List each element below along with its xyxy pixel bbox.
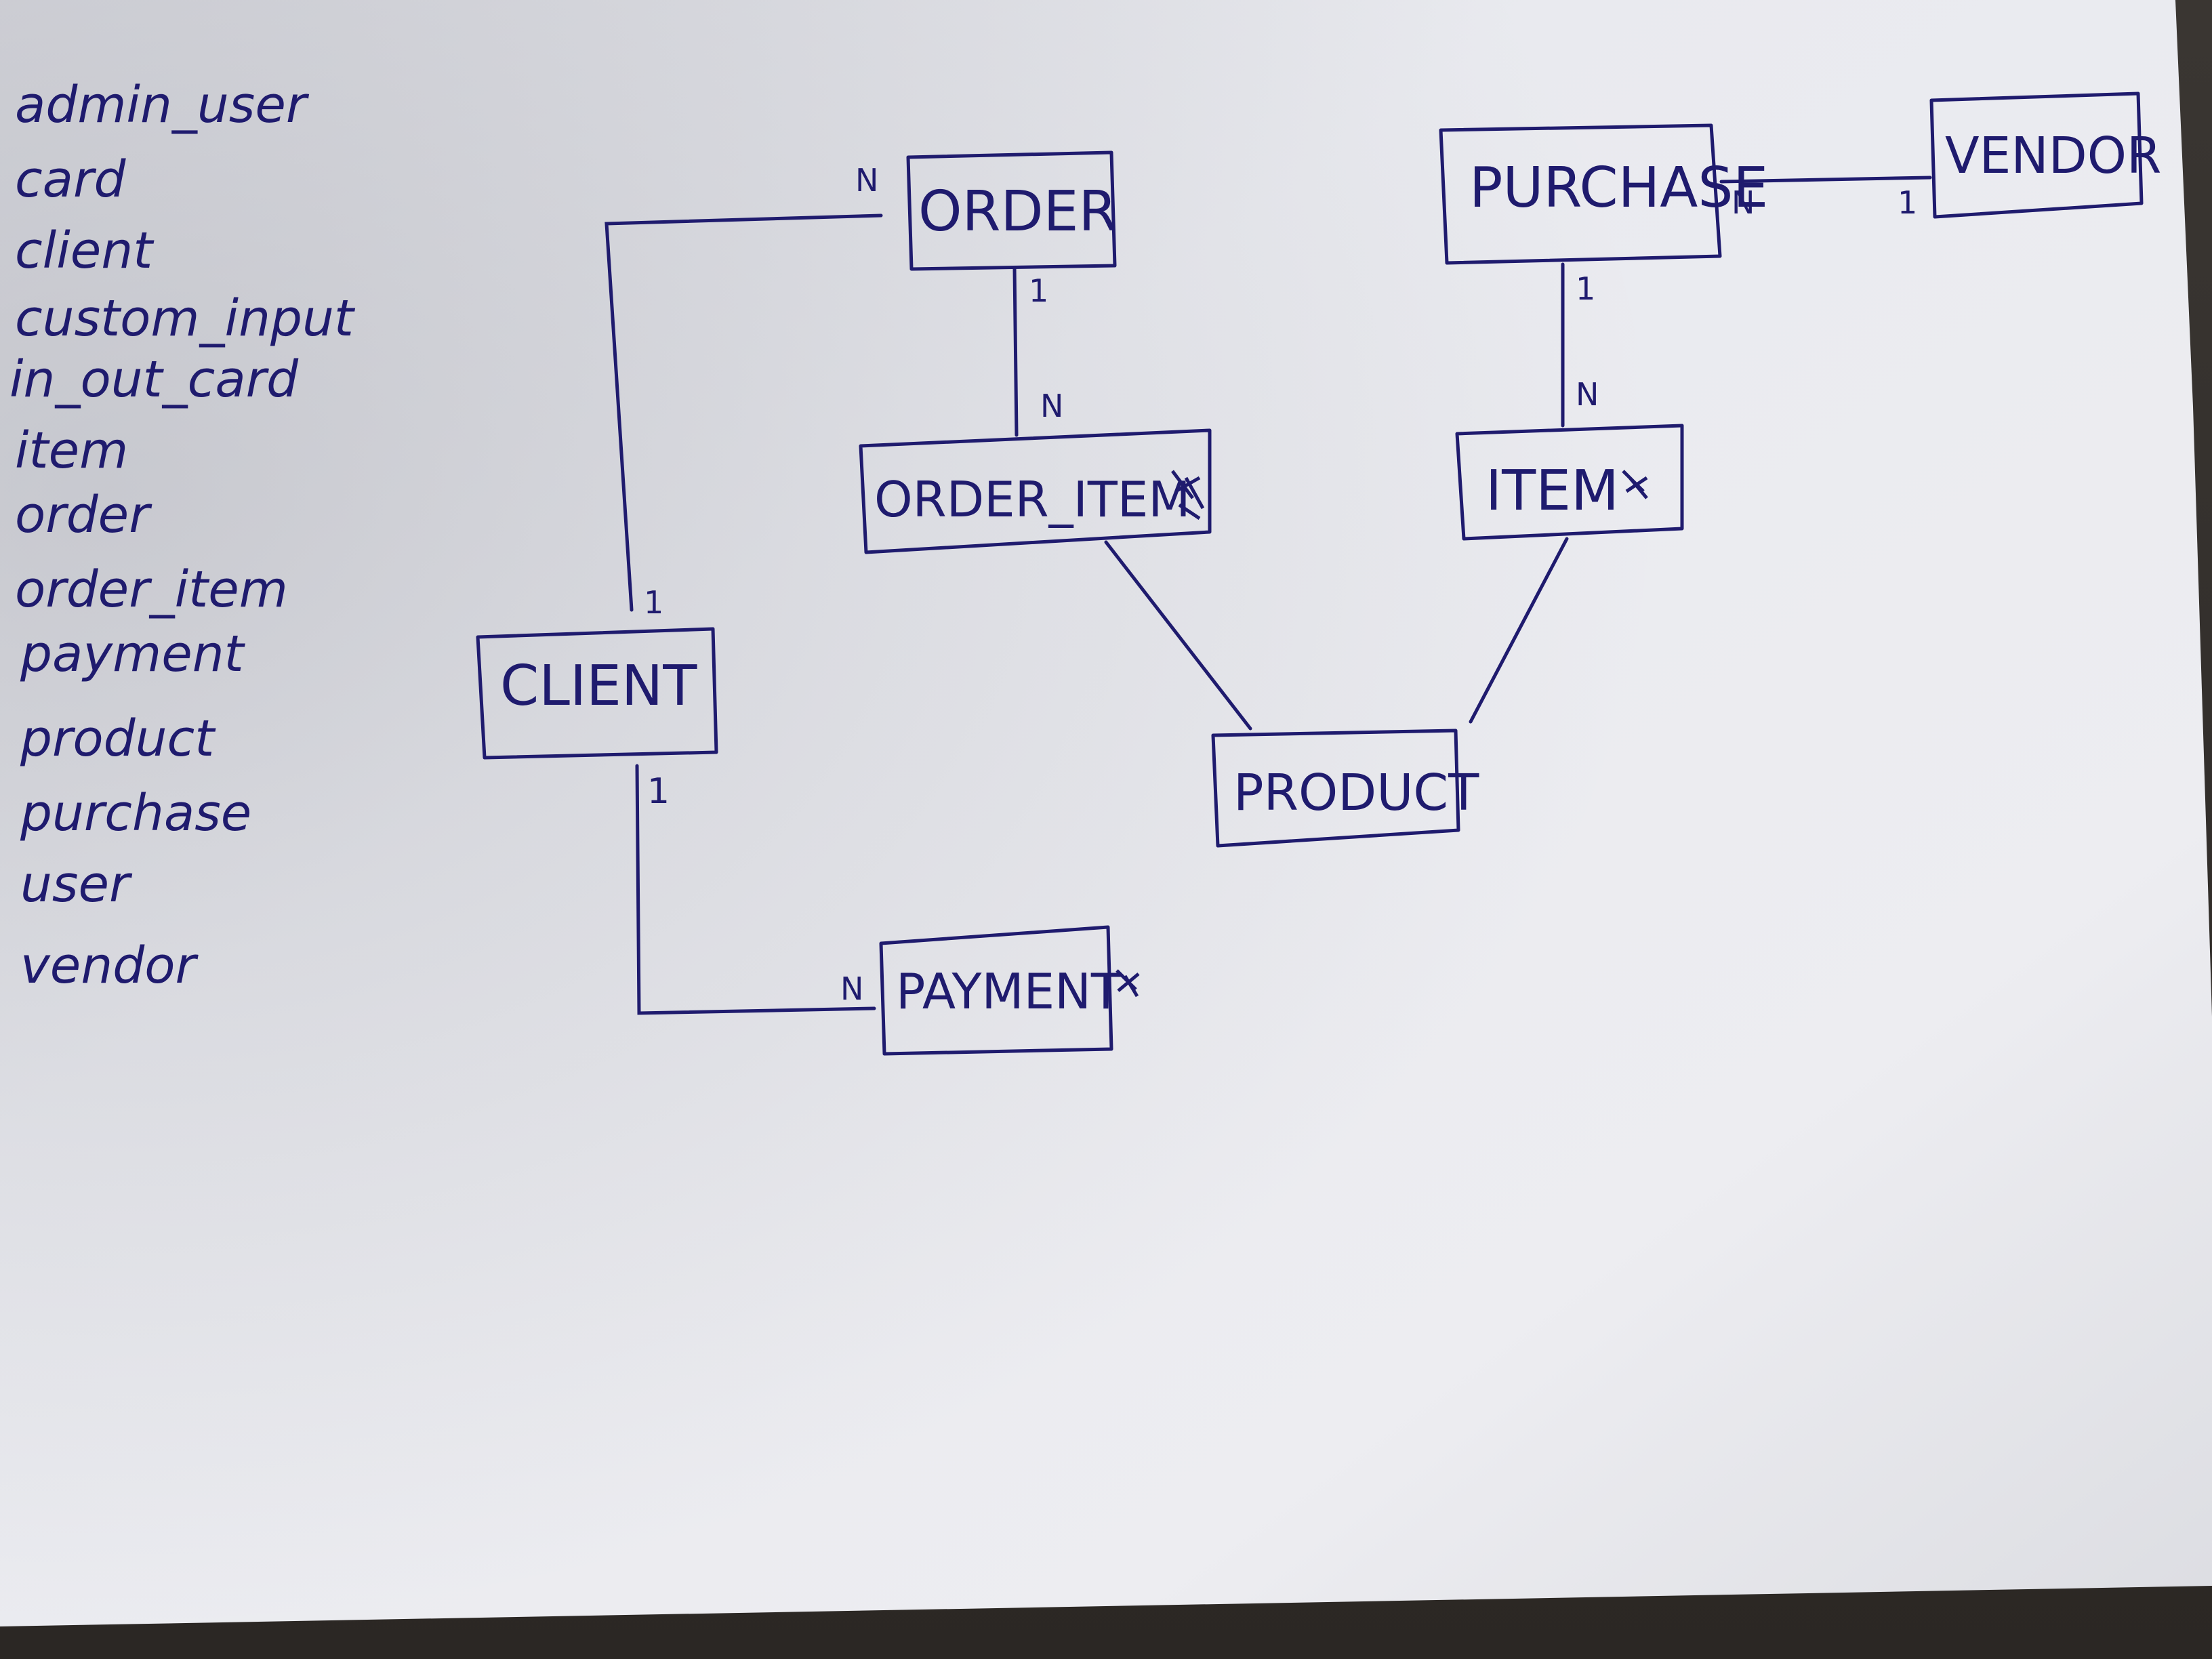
item-product-line <box>1469 537 1569 724</box>
cardinality-label: 1 <box>1576 270 1595 307</box>
cardinality-label: N <box>1576 376 1599 413</box>
list-item: in_out_card <box>9 350 299 409</box>
client-payment-line <box>635 764 876 1015</box>
client-box <box>476 627 718 760</box>
cardinality-label: N <box>1040 388 1063 424</box>
list-item: payment <box>20 625 246 683</box>
scribble-item <box>1622 470 1648 499</box>
list-item: custom_input <box>15 289 356 348</box>
scribble-order-item <box>1171 470 1205 520</box>
list-item: product <box>20 710 216 768</box>
scribble-payment <box>1115 969 1140 998</box>
cardinality-label: 1 <box>1029 272 1048 309</box>
product-box <box>1211 729 1460 848</box>
list-item: order <box>15 486 152 544</box>
entity-label-order-item: ORDER_ITEM <box>874 471 1191 528</box>
entity-boxes <box>476 91 2144 1056</box>
entity-label-product: PRODUCT <box>1233 764 1479 822</box>
cardinality-label: 1 <box>647 771 670 812</box>
list-item: item <box>15 422 128 480</box>
client-order-line <box>605 213 883 612</box>
entity-label-vendor: VENDOR <box>1945 127 2161 185</box>
list-item: card <box>15 150 126 209</box>
vendor-box <box>1929 91 2144 219</box>
list-item: order_item <box>15 560 288 619</box>
list-item: purchase <box>20 784 251 842</box>
entity-label-client: CLIENT <box>500 654 697 718</box>
list-item: vendor <box>20 937 199 995</box>
table-name-list: admin_user card client custom_input in_o… <box>9 76 356 995</box>
cardinality-labels: N 1 1 N N 1 1 N 1 N <box>644 162 1917 1007</box>
list-item: client <box>15 222 155 280</box>
order-box <box>906 150 1117 271</box>
order-orderitem-line <box>1012 266 1019 437</box>
list-item: user <box>20 855 133 914</box>
cardinality-label: N <box>840 970 863 1007</box>
entity-label-item: ITEM <box>1486 459 1619 523</box>
orderitem-product-line <box>1104 540 1252 731</box>
payment-box <box>879 925 1113 1056</box>
scribble-marks <box>1115 470 1648 998</box>
cardinality-label: N <box>1732 184 1755 221</box>
entity-label-payment: PAYMENT <box>896 963 1122 1020</box>
cardinality-label: 1 <box>644 584 663 621</box>
cardinality-label: N <box>855 162 878 199</box>
item-box <box>1455 424 1684 541</box>
order-item-box <box>859 428 1212 554</box>
list-item: admin_user <box>15 76 310 134</box>
cardinality-label: 1 <box>1898 184 1917 221</box>
entity-label-purchase: PURCHASE <box>1469 156 1768 220</box>
purchase-vendor-line <box>1719 176 1932 184</box>
relationship-lines <box>605 176 1932 1015</box>
entity-labels: ORDER PURCHASE VENDOR ORDER_ITEM ITEM CL… <box>500 127 2161 1020</box>
entity-label-order: ORDER <box>918 180 1117 244</box>
purchase-box <box>1439 123 1722 265</box>
